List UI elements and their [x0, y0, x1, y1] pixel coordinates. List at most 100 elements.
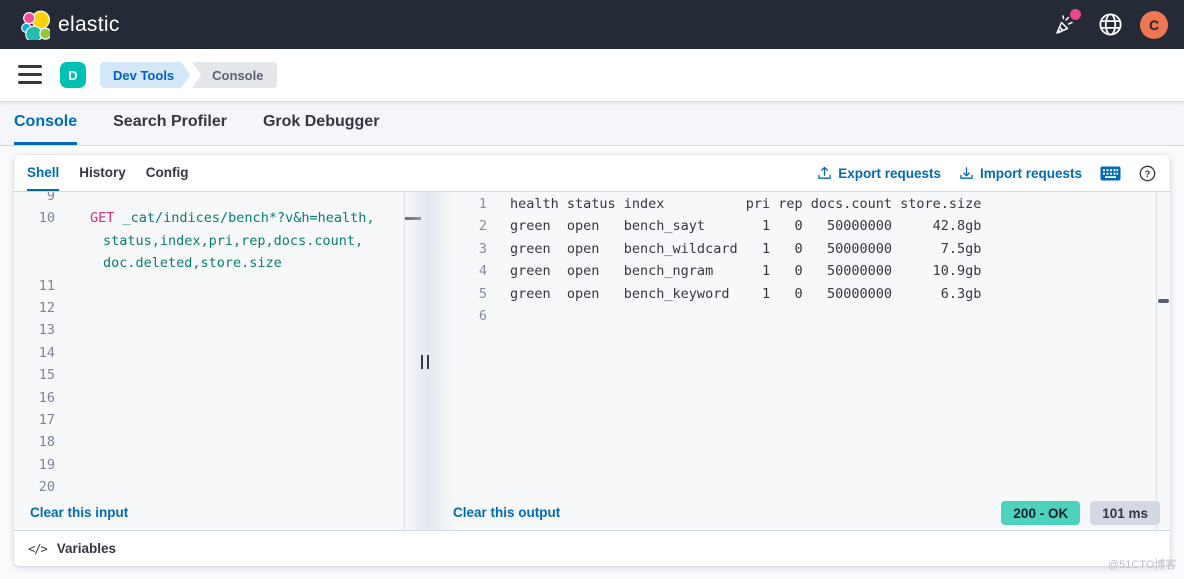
code-text: [55, 342, 90, 364]
import-icon: [960, 166, 973, 179]
space-avatar[interactable]: D: [60, 62, 86, 88]
watermark: @51CTO博客: [1108, 559, 1177, 571]
editor-line: status,index,pri,rep,docs.count,: [14, 230, 406, 252]
elastic-logo-icon[interactable]: [20, 10, 52, 43]
line-number: 14: [38, 344, 55, 361]
editor-line: 12: [14, 297, 406, 319]
code-text: [55, 275, 90, 297]
code-text: [55, 319, 90, 341]
breadcrumb-bar: D Dev Tools Console: [0, 49, 1184, 102]
request-editor[interactable]: 9 10 GET _cat/indices/bench*?v&h=health,st…: [14, 192, 406, 498]
line-number: 4: [478, 263, 487, 280]
code-text: status,index,pri,rep,docs.count,: [103, 232, 364, 249]
output-scrollbar-thumb[interactable]: [1158, 299, 1169, 303]
output-text: health status index pri rep docs.count s…: [510, 196, 982, 212]
import-requests-button[interactable]: Import requests: [959, 166, 1082, 181]
code-text: [55, 364, 90, 386]
console-panel-header: Shell History Config Export requests Impor…: [14, 155, 1170, 192]
brand-wordmark: elastic: [58, 12, 120, 36]
user-avatar[interactable]: C: [1140, 10, 1168, 39]
menu-button[interactable]: [18, 65, 42, 84]
output-text: [487, 305, 510, 327]
line-number: 10: [38, 210, 55, 227]
console-panel: Shell History Config Export requests Impor…: [14, 155, 1170, 566]
line-number: 20: [38, 479, 55, 496]
console-tab-history[interactable]: History: [79, 164, 126, 180]
line-number: 11: [38, 277, 55, 294]
line-number: 6: [478, 307, 487, 324]
clear-input-link[interactable]: Clear this input: [30, 505, 129, 520]
line-number: 15: [38, 367, 55, 384]
code-text: [55, 387, 90, 409]
console-tabs: Shell History Config: [27, 155, 189, 191]
split-drag-handle[interactable]: [421, 355, 429, 369]
code-text: [55, 454, 90, 476]
editor-line: 15: [14, 364, 406, 386]
editor-line: 17: [14, 409, 406, 431]
line-number: 5: [478, 285, 487, 302]
clear-output-link[interactable]: Clear this output: [453, 505, 561, 520]
line-number: 13: [38, 322, 55, 339]
line-number: 18: [38, 434, 55, 451]
editor-line: 11: [14, 275, 406, 297]
keyboard-icon: [1100, 166, 1121, 180]
code-text: [55, 476, 90, 498]
output-line: 6: [420, 305, 981, 327]
editor-line: 9: [14, 192, 406, 207]
globe-icon: [1098, 13, 1122, 36]
output-line: 1 health status index pri rep docs.count …: [420, 193, 982, 215]
app-tabs: Console Search Profiler Grok Debugger: [0, 102, 1184, 146]
tab-search-profiler[interactable]: Search Profiler: [113, 113, 227, 130]
code-text: [55, 431, 90, 453]
console-tab-config[interactable]: Config: [145, 164, 189, 180]
editor-line: 16: [14, 387, 406, 409]
editor-line: 20: [14, 476, 406, 498]
code-text: [55, 409, 90, 431]
pane-footers: Clear this input Clear this output 200 -…: [14, 497, 1170, 530]
output-line: 4 green open bench_ngram 1 0 50000000 10.…: [420, 260, 982, 282]
hamburger-icon: [18, 65, 42, 68]
line-number: 1: [478, 196, 487, 212]
keyboard-shortcuts-button[interactable]: [1100, 166, 1121, 181]
line-number: [14, 252, 55, 274]
tab-grok-debugger[interactable]: Grok Debugger: [262, 113, 380, 130]
tab-console[interactable]: Console: [14, 102, 78, 145]
export-requests-button[interactable]: Export requests: [817, 166, 941, 181]
editor-line: 18: [14, 431, 406, 453]
line-number: 9: [46, 192, 55, 204]
breadcrumb-dev-tools[interactable]: Dev Tools: [100, 62, 190, 88]
export-icon: [818, 166, 831, 179]
editor-line: 13: [14, 319, 406, 341]
breadcrumb-console[interactable]: Console: [192, 62, 278, 88]
language-globe-button[interactable]: [1095, 10, 1125, 40]
line-number: 16: [38, 389, 55, 406]
editor-line: 10 GET _cat/indices/bench*?v&h=health,: [14, 207, 406, 229]
console-tab-shell[interactable]: Shell: [27, 155, 60, 191]
response-output[interactable]: 1 health status index pri rep docs.count …: [420, 193, 982, 333]
line-number: 17: [38, 411, 55, 428]
notification-badge-dot: [1070, 8, 1081, 20]
code-text: [55, 192, 90, 207]
help-button[interactable]: ?: [1139, 165, 1156, 182]
line-number: 3: [478, 240, 487, 257]
notifications-button[interactable]: [1050, 8, 1081, 40]
variables-label: Variables: [56, 541, 116, 556]
breadcrumb: Dev Tools Console: [100, 62, 278, 88]
party-horn-icon: [1056, 14, 1073, 34]
svg-text:?: ?: [1145, 168, 1151, 179]
code-text: GET _cat/indices/bench*?v&h=health,: [90, 210, 375, 227]
code-brackets-icon: </>: [28, 541, 48, 556]
output-text: green open bench_ngram 1 0 50000000 10.9…: [510, 263, 982, 280]
code-text: [55, 297, 90, 319]
pane-divider-shadow: [406, 192, 456, 530]
variables-toggle[interactable]: </> Variables: [14, 530, 1170, 566]
editor-scroll-track: [404, 192, 405, 530]
code-text: doc.deleted,store.size: [103, 255, 282, 272]
line-number: 19: [38, 456, 55, 473]
line-number: 12: [38, 299, 55, 316]
editor-line: doc.deleted,store.size: [14, 252, 406, 274]
status-badge: 200 - OK: [1001, 501, 1081, 525]
